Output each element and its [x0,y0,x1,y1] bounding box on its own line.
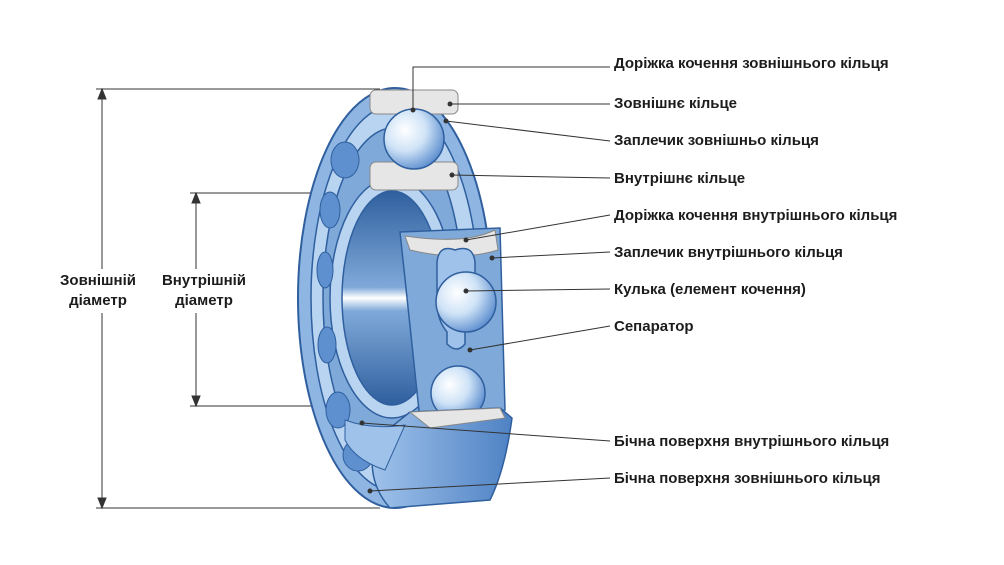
cage-cutaway-section [399,227,506,421]
outer-diameter-line1: Зовнішній [60,272,136,289]
label-outer-raceway: Доріжка кочення зовнішнього кільця [614,55,889,72]
top-cutaway-section [369,89,459,191]
label-ball: Кулька (елемент кочення) [614,281,806,298]
label-inner-raceway: Доріжка кочення внутрішнього кільця [614,207,898,224]
leader-dots [359,101,495,494]
label-outer-ring: Зовнішнє кільце [614,95,738,112]
label-cage: Сепаратор [614,318,694,335]
outer-diameter-label: Зовнішній діаметр [52,269,144,313]
inner-diameter-line2: діаметр [175,292,233,309]
outer-diameter-line2: діаметр [69,292,127,309]
inner-diameter-line1: Внутрішній [161,272,247,289]
bottom-side-faces [344,407,513,509]
label-inner-ring-shoulder: Заплечик внутрішнього кільця [614,244,843,261]
label-outer-ring-shoulder: Заплечик зовнішньо кільця [614,132,819,149]
inner-diameter-label: Внутрішній діаметр [156,269,252,313]
label-outer-ring-side-face: Бічна поверхня зовнішнього кільця [614,470,881,487]
leader-lines [361,66,611,492]
label-inner-ring-side-face: Бічна поверхня внутрішнього кільця [614,433,890,450]
label-inner-ring: Внутрішнє кільце [614,170,746,187]
